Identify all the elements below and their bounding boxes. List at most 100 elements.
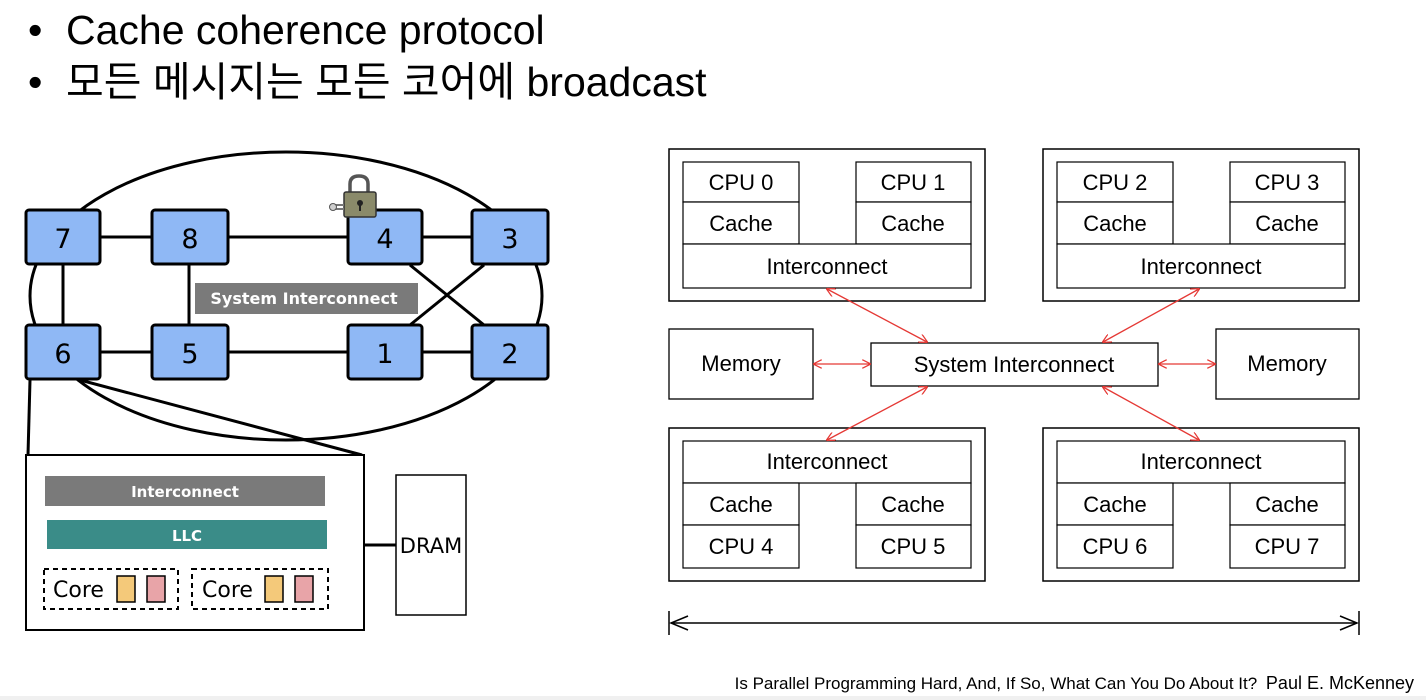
cache-cell — [1056, 482, 1174, 526]
memory-box — [668, 328, 814, 400]
cpu-label: CPU 3 — [1255, 170, 1320, 195]
cache-cell — [1056, 201, 1174, 245]
bullet-item: •Cache coherence protocol — [28, 7, 545, 53]
ring-node: 5 — [150, 323, 230, 381]
ring-node: 3 — [470, 208, 550, 266]
arrow-topright — [1103, 289, 1199, 342]
core-cache-pink — [146, 575, 166, 603]
cache-cell — [682, 482, 800, 526]
core-label: Core — [202, 578, 253, 603]
cpu-group: Interconnect Cache Cache CPU 6 CPU 7 — [1042, 427, 1360, 582]
system-interconnect-label: System Interconnect — [210, 289, 398, 308]
interconnect-label: Interconnect — [1140, 254, 1261, 279]
cpu-group: CPU 0 CPU 1 Cache Cache Interconnect — [668, 148, 986, 302]
citation-title: Is Parallel Programming Hard, And, If So… — [734, 674, 1258, 693]
ring-node-label: 4 — [376, 224, 393, 255]
cpu-label: CPU 2 — [1083, 170, 1148, 195]
cpu-cell — [1056, 524, 1174, 569]
cache-cell — [1229, 482, 1346, 526]
interconnect-label: Interconnect — [766, 449, 887, 474]
bullet-list: •Cache coherence protocol •모든 메시지는 모든 코어… — [28, 4, 707, 108]
ring-node-label: 1 — [376, 339, 393, 370]
cpu-group: Interconnect Cache Cache CPU 4 CPU 5 — [668, 427, 986, 582]
padlock-icon — [329, 174, 377, 218]
dram-box — [395, 474, 467, 616]
ring-node-label: 2 — [501, 339, 518, 370]
cpu-cell — [682, 524, 800, 569]
detail-callout-right — [79, 378, 363, 457]
ring-node-label: 3 — [501, 224, 518, 255]
ring-node: 2 — [470, 323, 550, 381]
core-cache-yellow — [264, 575, 284, 603]
cpu-label: CPU 5 — [881, 534, 946, 559]
cpu-cell — [1056, 161, 1174, 203]
cpu-cell — [682, 161, 800, 203]
llc-bar — [47, 520, 327, 549]
interconnect-cell — [1056, 440, 1346, 484]
cache-label: Cache — [709, 211, 773, 236]
citation-author: Paul E. McKenney — [1265, 673, 1414, 693]
system-interconnect-box — [870, 342, 1159, 387]
ring-node-label: 6 — [54, 339, 71, 370]
ring-node-label: 7 — [54, 224, 71, 255]
detail-callout-left — [26, 379, 32, 456]
bottom-strip — [0, 696, 1426, 700]
cache-label: Cache — [1255, 211, 1319, 236]
system-interconnect-label: System Interconnect — [914, 352, 1115, 377]
ring-node: 8 — [150, 208, 230, 266]
cpu-cell — [1229, 524, 1346, 569]
cpu-label: CPU 1 — [881, 170, 946, 195]
cache-label: Cache — [881, 211, 945, 236]
core-cache-yellow — [116, 575, 136, 603]
interconnect-label: Interconnect — [1140, 449, 1261, 474]
ring-topology-diagram: System Interconnect 7 8 4 3 6 5 1 — [24, 150, 550, 631]
cpu-label: CPU 0 — [709, 170, 774, 195]
coherence-arrows — [814, 289, 1215, 440]
cache-label: Cache — [709, 492, 773, 517]
detail-interconnect-label: Interconnect — [131, 483, 239, 501]
arrow-bottomright — [1103, 387, 1199, 440]
cache-label: Cache — [1083, 211, 1147, 236]
cpu-hierarchy-diagram: CPU 0 CPU 1 Cache Cache Interconnect CPU… — [668, 148, 1360, 635]
memory-label: Memory — [1247, 351, 1326, 376]
cache-cell — [855, 482, 972, 526]
memory-label: Memory — [701, 351, 780, 376]
citation: Is Parallel Programming Hard, And, If So… — [735, 673, 1414, 694]
detail-interconnect-bar — [45, 476, 325, 506]
bullet-item: •모든 메시지는 모든 코어에 broadcast — [28, 59, 707, 105]
ring-node-label: 8 — [181, 224, 198, 255]
interconnect-label: Interconnect — [766, 254, 887, 279]
ring-ellipse — [28, 150, 544, 442]
cpu-label: CPU 6 — [1083, 534, 1148, 559]
core-block: Core — [191, 568, 329, 610]
cache-cell — [682, 201, 800, 245]
cpu-cell — [855, 524, 972, 569]
memory-box — [1215, 328, 1360, 400]
bullet-text: Cache coherence protocol — [66, 7, 545, 53]
cpu-cell — [1229, 161, 1346, 203]
ring-node: 6 — [24, 323, 102, 381]
dram-label: DRAM — [400, 534, 462, 558]
ring-node-label: 5 — [181, 339, 198, 370]
interconnect-cell — [682, 243, 972, 289]
arrow-bottomleft — [827, 387, 927, 440]
core-block: Core — [43, 568, 179, 610]
ring-node: 7 — [24, 208, 102, 266]
ring-links — [26, 235, 485, 457]
system-interconnect-bar — [195, 283, 418, 314]
cpu-group: CPU 2 CPU 3 Cache Cache Interconnect — [1042, 148, 1360, 302]
cpu-label: CPU 7 — [1255, 534, 1320, 559]
ring-node: 4 — [346, 208, 424, 266]
core-label: Core — [53, 578, 104, 603]
cache-label: Cache — [1083, 492, 1147, 517]
cache-label: Cache — [881, 492, 945, 517]
cache-cell — [855, 201, 972, 245]
ring-node: 1 — [346, 323, 424, 381]
arrow-topleft — [827, 289, 927, 342]
cache-label: Cache — [1255, 492, 1319, 517]
bullet-text: 모든 메시지는 모든 코어에 broadcast — [66, 59, 707, 105]
width-dimension-arrow — [668, 611, 1360, 635]
core-cache-pink — [294, 575, 314, 603]
llc-label: LLC — [172, 527, 202, 545]
